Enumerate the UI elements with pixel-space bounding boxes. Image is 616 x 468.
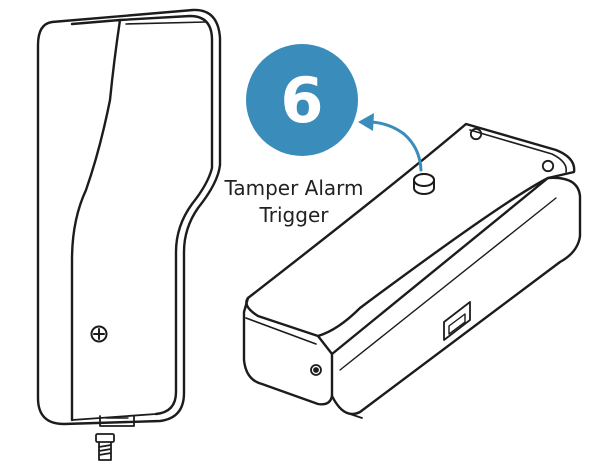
callout-label-line1: Tamper Alarm xyxy=(224,176,364,200)
callout-number: 6 xyxy=(280,64,323,137)
callout-badge: 6 xyxy=(246,44,358,156)
screw-icon xyxy=(90,325,108,343)
bottom-screw-icon xyxy=(95,433,115,461)
tamper-trigger-button xyxy=(413,173,435,195)
callout-arrow xyxy=(358,113,423,172)
callout-label-line2: Trigger xyxy=(259,203,329,227)
pinhole-icon xyxy=(310,364,322,376)
device-body xyxy=(242,122,582,419)
back-cover xyxy=(36,8,222,427)
mounting-hole xyxy=(469,127,555,173)
